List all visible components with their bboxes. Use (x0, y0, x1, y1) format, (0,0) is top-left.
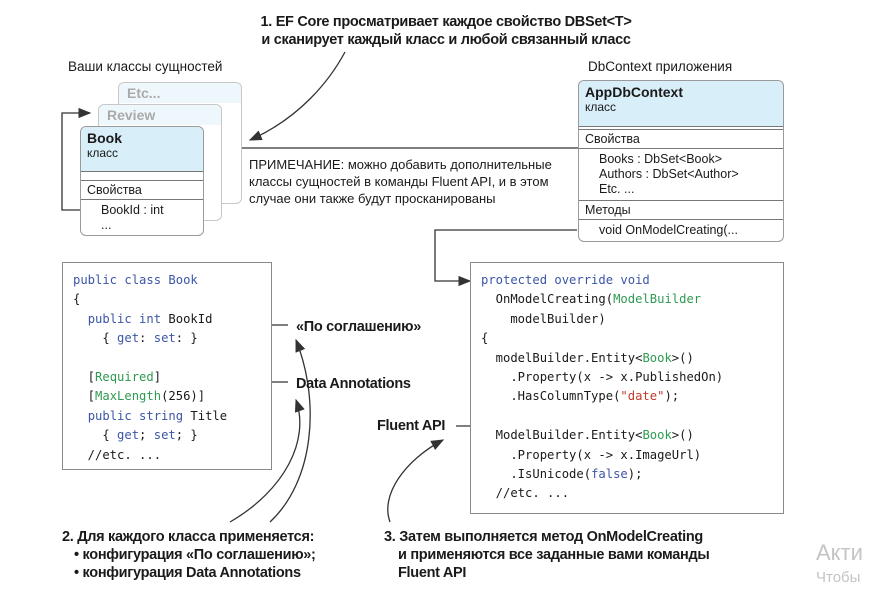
ghost-card-review-title: Review (99, 105, 221, 125)
context-methods-section: Методы (579, 201, 783, 220)
callout-2-line2: • конфигурация «По соглашению»; (74, 547, 316, 563)
appdbcontext-card: AppDbContext класс Свойства Books : DbSe… (578, 80, 784, 242)
watermark-line2: Чтобы (816, 569, 861, 586)
callout-2: 2. Для каждого класса применяется: • кон… (62, 528, 316, 582)
callout-1-line2: и сканирует каждый класс и любой связанн… (261, 32, 631, 48)
entity-classes-label: Ваши классы сущностей (68, 59, 223, 74)
watermark-line1: Акти (816, 540, 863, 565)
note-text: ПРИМЕЧАНИЕ: можно добавить дополнительны… (249, 156, 579, 207)
context-method-0: void OnModelCreating(... (599, 223, 738, 237)
fluent-code: protected override void OnModelCreating(… (481, 273, 724, 501)
activation-watermark: Акти Чтобы (816, 540, 863, 590)
context-prop-0: Books : DbSet<Book> (599, 152, 722, 166)
book-card-subtitle: класс (87, 146, 119, 160)
fluent-code-box: protected override void OnModelCreating(… (470, 262, 784, 514)
callout-3-line1: 3. Затем выполняется метод OnModelCreati… (384, 529, 703, 545)
book-class-card: Book класс Свойства BookId : int ... (80, 126, 204, 236)
book-card-title: Book (87, 130, 122, 146)
book-card-item-1: ... (101, 218, 112, 232)
book-card-header: Book класс (81, 127, 203, 172)
callout-1-line1: 1. EF Core просматривает каждое свойство… (260, 14, 632, 30)
callout-3-line2: и применяются все заданные вами команды (398, 547, 710, 563)
ghost-card-etc-title: Etc... (119, 83, 241, 103)
context-card-title: AppDbContext (585, 84, 683, 100)
context-prop-2: Etc. ... (599, 182, 635, 196)
callout-3: 3. Затем выполняется метод OnModelCreati… (384, 528, 710, 582)
label-convention: «По соглашению» (296, 319, 422, 335)
book-code-box: public class Book { public int BookId { … (62, 262, 272, 470)
book-card-section: Свойства (81, 181, 203, 200)
context-card-subtitle: класс (585, 100, 617, 114)
callout-1: 1. EF Core просматривает каждое свойство… (236, 13, 656, 49)
note-line1: ПРИМЕЧАНИЕ: можно добавить дополнительны… (249, 157, 552, 172)
dbcontext-label: DbContext приложения (588, 59, 733, 74)
label-fluent-api: Fluent API (377, 418, 446, 434)
context-props-section: Свойства (579, 130, 783, 149)
note-line3: случае они также будут просканированы (249, 191, 496, 206)
label-data-annotations: Data Annotations (296, 376, 411, 392)
book-code: public class Book { public int BookId { … (73, 273, 228, 462)
context-card-header: AppDbContext класс (579, 81, 783, 127)
callout-2-line3: • конфигурация Data Annotations (74, 565, 301, 581)
book-card-item-0: BookId : int (101, 203, 164, 217)
callout-3-line3: Fluent API (398, 565, 467, 581)
note-line2: классы сущностей в команды Fluent API, и… (249, 174, 549, 189)
context-prop-1: Authors : DbSet<Author> (599, 167, 739, 181)
callout-2-line1: 2. Для каждого класса применяется: (62, 529, 315, 545)
